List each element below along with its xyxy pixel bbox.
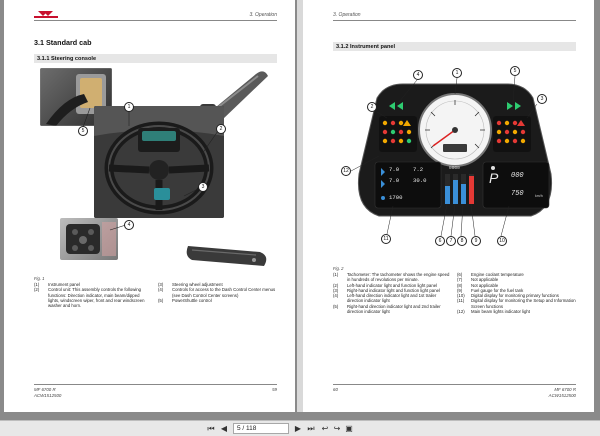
callout-5: 5: [78, 126, 88, 136]
readout-speed-top: 000: [511, 172, 524, 180]
subsection-title: 3.1.1 Steering console: [34, 54, 277, 63]
legend-column-2: (6)Engine coolant temperature (7)Not app…: [457, 272, 577, 314]
instrument-panel-drawing: [357, 83, 553, 217]
legend-item: (6)Engine coolant temperature: [457, 272, 524, 277]
readout-speed-bottom: 750: [511, 190, 524, 198]
document-viewer: 3. Operation 3.1 Standard cab 3.1.1 Stee…: [4, 0, 594, 412]
legend-column-1: (1)Instrument panel (2)Control unit: Thi…: [34, 282, 150, 308]
powershuttle-grip-image: [184, 236, 272, 272]
instrument-panel-figure: 7.0 7.2 7.0 30.0 1700 0000 P 000 750 km/…: [333, 56, 576, 264]
legend-item: (1)Tachometer: The tachometer shows the …: [333, 272, 450, 283]
callout-lines: [350, 75, 538, 237]
legend-item: (1)Instrument panel: [34, 282, 81, 287]
legend-item: (4)Controls for access to the Dash Contr…: [158, 287, 276, 298]
callout-2: 2: [216, 124, 226, 134]
callout-1: 1: [124, 102, 134, 112]
legend-item: (12)Main beam lights indicator light: [457, 309, 530, 315]
next-page-icon[interactable]: ▶: [294, 424, 302, 433]
callout-10: 10: [497, 236, 507, 246]
callout-12: 12: [341, 166, 351, 176]
callout-4: 4: [124, 220, 134, 230]
prev-page-icon[interactable]: ◀: [220, 424, 228, 433]
legend-item: (5)Right-hand direction indicator light …: [333, 303, 441, 315]
readout-gear: P: [489, 170, 499, 186]
legend-item: (2)Control unit: This assembly controls …: [34, 287, 145, 309]
footer-model: MF 6700 R: [34, 387, 56, 392]
dcc-controls-photo: [60, 218, 118, 260]
page-number: 60: [333, 387, 338, 392]
steering-wheel-image: [94, 106, 224, 218]
page-header: 3. Operation: [303, 10, 594, 21]
legend-item: (5)PowerShuttle control: [158, 297, 212, 303]
legend-column-2: (3)Steering wheel adjustment (4)Controls…: [158, 282, 278, 303]
shuttle-lever-photo: [40, 68, 112, 126]
legend-item: (9)Fuel gauge for the fuel tank: [457, 287, 524, 293]
callout-4: 4: [413, 70, 423, 80]
page-60: 3. Operation 3.1.2 Instrument panel: [303, 0, 594, 412]
page-gutter: [297, 0, 303, 412]
steering-console-figure: 1 2 3 4 5: [34, 66, 277, 272]
header-chapter: 3. Operation: [333, 12, 361, 18]
forward-icon[interactable]: ↪: [333, 424, 341, 433]
callout-3: 3: [198, 182, 208, 192]
back-icon[interactable]: ↩: [321, 424, 329, 433]
readout-odometer: 0000: [449, 166, 460, 171]
readout-temp1: 7.0: [389, 166, 400, 173]
readout-temp2: 7.2: [413, 166, 424, 173]
header-chapter: 3. Operation: [249, 12, 277, 18]
page-number-input[interactable]: 5 / 118: [233, 423, 289, 434]
legend-item: (3)Right-hand indicator light and functi…: [333, 287, 440, 293]
page-number: 59: [272, 387, 277, 392]
legend-item: (2)Left-hand indicator light and functio…: [333, 282, 438, 288]
brand-logo: [34, 11, 58, 19]
legend-item: (10)Digital display for monitoring prima…: [457, 293, 559, 299]
footer-code: ACW1512500: [548, 392, 576, 398]
fit-page-icon[interactable]: ▣: [345, 424, 353, 433]
section-title: 3.1 Standard cab: [34, 38, 92, 47]
last-page-icon[interactable]: ⏭: [307, 424, 315, 433]
readout-val2: 30.0: [413, 177, 427, 184]
figure-label: Fig. 2: [333, 266, 344, 271]
legend-column-1: (1)Tachometer: The tachometer shows the …: [333, 272, 451, 314]
readout-rpm: 1700: [389, 194, 403, 201]
callout-9: 9: [471, 236, 481, 246]
page-header: 3. Operation: [4, 10, 295, 21]
first-page-icon[interactable]: ⏮: [207, 424, 215, 433]
callout-1: 1: [452, 68, 462, 78]
subsection-title: 3.1.2 Instrument panel: [333, 42, 576, 51]
legend-item: (4)Left-hand direction indicator light a…: [333, 293, 437, 304]
callout-3: 3: [537, 94, 547, 104]
callout-5: 5: [510, 66, 520, 76]
footer-model: MF 6700 R: [554, 387, 576, 392]
readout-val1: 7.0: [389, 177, 400, 184]
legend-item: (7)Not applicable: [457, 277, 499, 283]
callout-7: 7: [446, 236, 456, 246]
readout-speed-unit: km/h: [535, 194, 543, 198]
legend-item: (11)Digital display for monitoring the S…: [457, 298, 576, 309]
footer-code: ACW1512500: [34, 392, 62, 398]
legend-item: (3)Steering wheel adjustment: [158, 282, 223, 287]
legend-item: (8)Not applicable: [457, 282, 499, 288]
callout-8: 8: [457, 236, 467, 246]
callout-lines: [81, 107, 221, 231]
callout-6: 6: [435, 236, 445, 246]
callout-2: 2: [367, 102, 377, 112]
callout-11: 11: [381, 234, 391, 244]
viewer-toolbar: ⏮ ◀ 5 / 118 ▶ ⏭ ↩ ↪ ▣: [0, 420, 600, 436]
page-59: 3. Operation 3.1 Standard cab 3.1.1 Stee…: [4, 0, 295, 412]
figure-label: Fig. 1: [34, 276, 45, 281]
